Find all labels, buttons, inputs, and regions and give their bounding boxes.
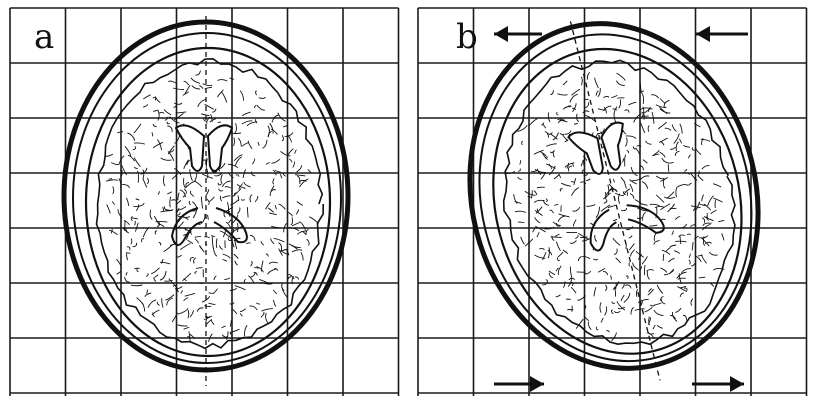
panel-b-diagram [414, 6, 810, 398]
panel-a: a [6, 6, 402, 398]
panel-a-diagram [6, 6, 402, 398]
panel-a-label: a [34, 20, 54, 54]
panel-b-label: b [456, 20, 478, 54]
panel-b: b [414, 6, 810, 398]
